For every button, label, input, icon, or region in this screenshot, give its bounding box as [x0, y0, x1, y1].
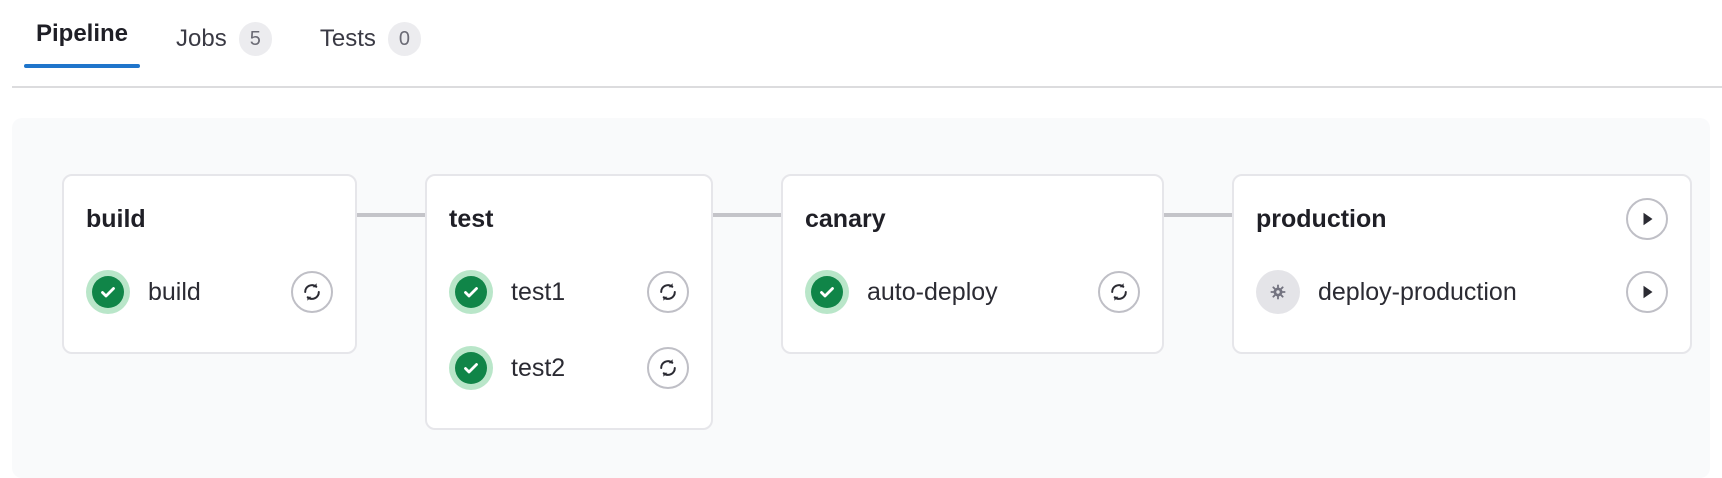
tab-pipeline[interactable]: Pipeline [12, 0, 152, 76]
retry-icon[interactable] [647, 347, 689, 389]
job-name-auto-deploy: auto-deploy [867, 277, 998, 306]
job-name-test2: test2 [511, 353, 566, 382]
stage-header-test: test [427, 198, 711, 240]
stage-header-production: production [1234, 198, 1690, 240]
tab-pipeline-underline [24, 64, 141, 68]
stage-card-production[interactable]: production [1232, 174, 1692, 354]
play-icon[interactable] [1626, 271, 1668, 313]
stage-card-test[interactable]: test test1 [425, 174, 713, 430]
check-circle-icon [449, 270, 493, 314]
stage-jobs-build: build [64, 254, 355, 330]
stage-jobs-test: test1 [427, 254, 711, 406]
job-row-test2[interactable]: test2 [427, 330, 711, 406]
stage-title-test: test [449, 204, 494, 233]
tabbar-divider [12, 86, 1722, 88]
job-row-deploy-production[interactable]: deploy-production [1234, 254, 1690, 330]
tab-tests-label: Tests [319, 25, 376, 52]
job-left-test2: test2 [449, 346, 565, 390]
stage-card-build[interactable]: build build [62, 174, 357, 354]
tab-jobs[interactable]: Jobs 5 [152, 0, 296, 86]
retry-icon[interactable] [1098, 271, 1140, 313]
tab-jobs-badge: 5 [238, 22, 272, 56]
check-circle-icon [449, 346, 493, 390]
stage-title-production: production [1256, 204, 1387, 233]
stage-jobs-production: deploy-production [1234, 254, 1690, 330]
stage-jobs-canary: auto-deploy [783, 254, 1162, 330]
job-row-build[interactable]: build [64, 254, 355, 330]
stage-card-canary[interactable]: canary auto-deploy [781, 174, 1164, 354]
tab-tests[interactable]: Tests 0 [296, 0, 445, 86]
tab-pipeline-label: Pipeline [36, 20, 129, 47]
connector-canary-production [1164, 213, 1232, 217]
stage-header-build: build [64, 198, 355, 240]
job-left-auto-deploy: auto-deploy [805, 270, 998, 314]
pipeline-graph-canvas: build build [12, 118, 1710, 478]
job-name-test1: test1 [511, 277, 566, 306]
job-left-build: build [86, 270, 201, 314]
tab-jobs-underline [164, 74, 284, 78]
stage-header-canary: canary [783, 198, 1162, 240]
pipeline-tabbar: Pipeline Jobs 5 Tests 0 [0, 0, 1722, 96]
stage-title-build: build [86, 204, 146, 233]
stage-title-canary: canary [805, 204, 886, 233]
job-name-deploy-production: deploy-production [1318, 277, 1517, 306]
tab-tests-badge: 0 [387, 22, 421, 56]
check-circle-icon [86, 270, 130, 314]
tab-jobs-label: Jobs [176, 25, 227, 52]
retry-icon[interactable] [647, 271, 689, 313]
job-left-test1: test1 [449, 270, 565, 314]
job-row-auto-deploy[interactable]: auto-deploy [783, 254, 1162, 330]
connector-build-test [357, 213, 425, 217]
job-row-test1[interactable]: test1 [427, 254, 711, 330]
job-left-deploy-production: deploy-production [1256, 270, 1517, 314]
tab-tests-underline [308, 74, 433, 78]
check-circle-icon [805, 270, 849, 314]
connector-test-canary [713, 213, 781, 217]
retry-icon[interactable] [291, 271, 333, 313]
pipeline-stages: build build [12, 118, 1710, 478]
gear-icon [1256, 270, 1300, 314]
play-icon[interactable] [1626, 198, 1668, 240]
job-name-build: build [148, 277, 201, 306]
